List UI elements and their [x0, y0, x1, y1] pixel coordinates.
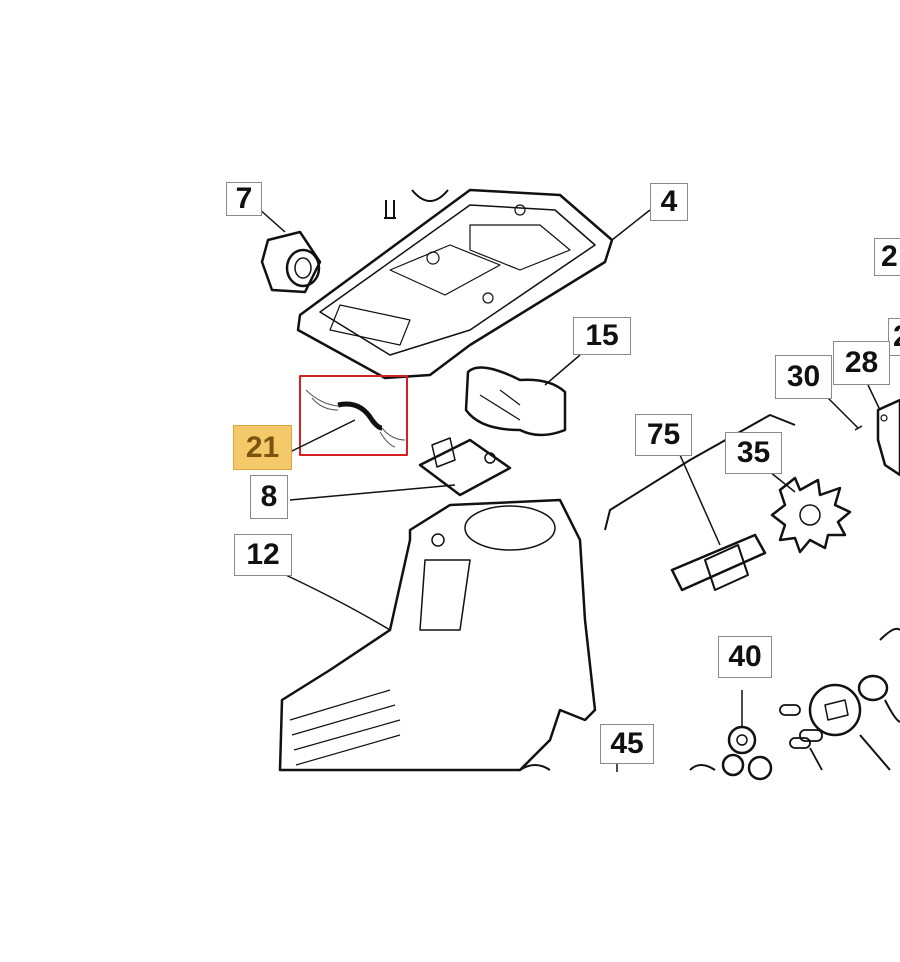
- label-30[interactable]: 30: [775, 355, 832, 399]
- part-28-plate: [867, 384, 900, 477]
- label-40[interactable]: 40: [718, 636, 772, 678]
- label-35[interactable]: 35: [725, 432, 782, 474]
- label-28[interactable]: 28: [833, 341, 890, 385]
- part-40-gears: [689, 690, 773, 781]
- part-15-filter: [464, 354, 581, 437]
- label-21-highlighted[interactable]: 21: [233, 425, 292, 470]
- label-15[interactable]: 15: [573, 317, 631, 355]
- part-eccentric: [808, 627, 900, 771]
- part-top-ring: [411, 189, 449, 202]
- part-35-impeller: [764, 467, 852, 554]
- pin-part: [384, 200, 396, 219]
- label-4[interactable]: 4: [650, 183, 688, 221]
- part-4-cover: [296, 188, 651, 380]
- part-8-board: [289, 437, 512, 501]
- part-7-nozzle: [257, 207, 322, 294]
- part-21-hose: [337, 401, 383, 431]
- label-2a[interactable]: 2: [874, 238, 900, 276]
- label-7[interactable]: 7: [226, 182, 262, 216]
- part-30-screw: [824, 394, 863, 431]
- part-75-shaft: [604, 414, 796, 592]
- label-75[interactable]: 75: [635, 414, 692, 456]
- part-pins: [779, 704, 823, 771]
- label-2b[interactable]: 2: [888, 318, 900, 356]
- label-45[interactable]: 45: [600, 724, 654, 764]
- part-12-housing: [274, 498, 597, 772]
- label-8[interactable]: 8: [250, 475, 288, 519]
- label-12[interactable]: 12: [234, 534, 292, 576]
- selection-box: [299, 375, 408, 456]
